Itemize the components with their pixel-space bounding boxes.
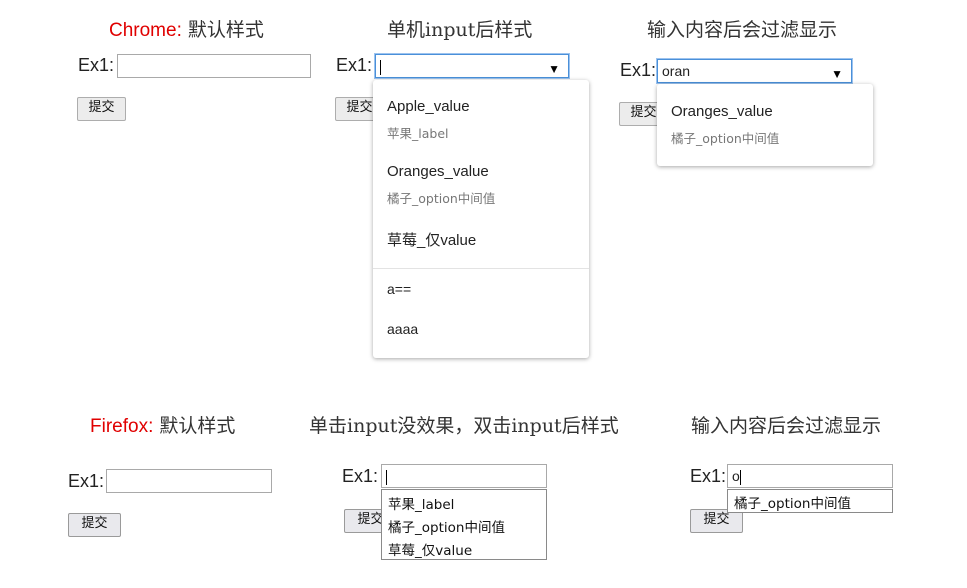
option-label: 苹果_label (387, 126, 449, 141)
input-value: oran (662, 63, 691, 79)
ex1-label: Ex1: (620, 60, 657, 80)
chrome-default-title: Chrome: 默认样式 (109, 15, 264, 42)
chrome-default-title-text: 默认样式 (181, 19, 264, 41)
ex1-label: Ex1: (342, 466, 379, 486)
autocomplete-entry[interactable]: aaaa (373, 316, 589, 346)
option-value: 草莓_仅value (387, 232, 477, 249)
datalist-option[interactable]: Apple_value 苹果_label (373, 88, 589, 144)
submit-button[interactable]: 提交 (77, 97, 126, 121)
entry-text: aaaa (387, 321, 419, 337)
datalist-dropdown: Oranges_value 橘子_option中间值 (657, 84, 873, 166)
firefox-default-title: Firefox: 默认样式 (90, 411, 235, 438)
datalist-dropdown: 橘子_option中间值 (727, 489, 893, 513)
option-label: 橘子_option中间值 (387, 191, 496, 206)
datalist-option[interactable]: 苹果_label (388, 497, 455, 513)
entry-text: a== (387, 281, 412, 297)
datalist-option[interactable]: Oranges_value 橘子_option中间值 (373, 153, 589, 209)
option-value: Apple_value (387, 98, 470, 115)
datalist-option[interactable]: 草莓_仅value (373, 220, 589, 260)
dropdown-arrow-icon[interactable]: ▼ (831, 67, 843, 81)
ex1-input[interactable]: ▼ (375, 54, 569, 78)
ex1-input[interactable] (117, 54, 311, 78)
chrome-click-title: 单机input后样式 (387, 19, 533, 41)
ex1-label: Ex1: (78, 55, 115, 75)
firefox-filter-title: 输入内容后会过滤显示 (691, 415, 882, 437)
firefox-default-title-text: 默认样式 (153, 415, 236, 437)
text-caret (380, 59, 381, 75)
chrome-filter-title: 输入内容后会过滤显示 (647, 19, 838, 41)
option-value: Oranges_value (671, 103, 773, 120)
dropdown-arrow-icon[interactable]: ▼ (548, 62, 560, 76)
datalist-dropdown: Apple_value 苹果_label Oranges_value 橘子_op… (373, 80, 589, 358)
input-value: o (732, 468, 740, 484)
option-label: 橘子_option中间值 (671, 131, 780, 146)
ex1-label: Ex1: (336, 55, 373, 75)
ex1-input[interactable] (106, 469, 272, 493)
submit-button[interactable]: 提交 (690, 509, 743, 533)
text-caret (739, 469, 741, 485)
firefox-click-title: 单击input没效果，双击input后样式 (309, 415, 619, 437)
ex1-label: Ex1: (690, 466, 727, 486)
datalist-dropdown: 苹果_label 橘子_option中间值 草莓_仅value (381, 489, 547, 560)
ex1-input[interactable]: o (727, 464, 893, 488)
submit-button[interactable]: 提交 (68, 513, 121, 537)
firefox-browser-name: Firefox: (90, 416, 154, 437)
ex1-label: Ex1: (68, 471, 105, 491)
ex1-input[interactable] (381, 464, 547, 488)
autocomplete-entry[interactable]: a== (373, 276, 589, 306)
ex1-input[interactable]: oran ▼ (657, 59, 852, 83)
text-caret (386, 469, 387, 485)
dropdown-divider (373, 268, 589, 269)
datalist-option[interactable]: 橘子_option中间值 (388, 520, 505, 536)
datalist-option[interactable]: 橘子_option中间值 (734, 496, 851, 512)
datalist-option[interactable]: Oranges_value 橘子_option中间值 (657, 92, 873, 148)
datalist-option[interactable]: 草莓_仅value (388, 543, 473, 559)
chrome-browser-name: Chrome: (109, 20, 182, 41)
option-value: Oranges_value (387, 163, 489, 180)
